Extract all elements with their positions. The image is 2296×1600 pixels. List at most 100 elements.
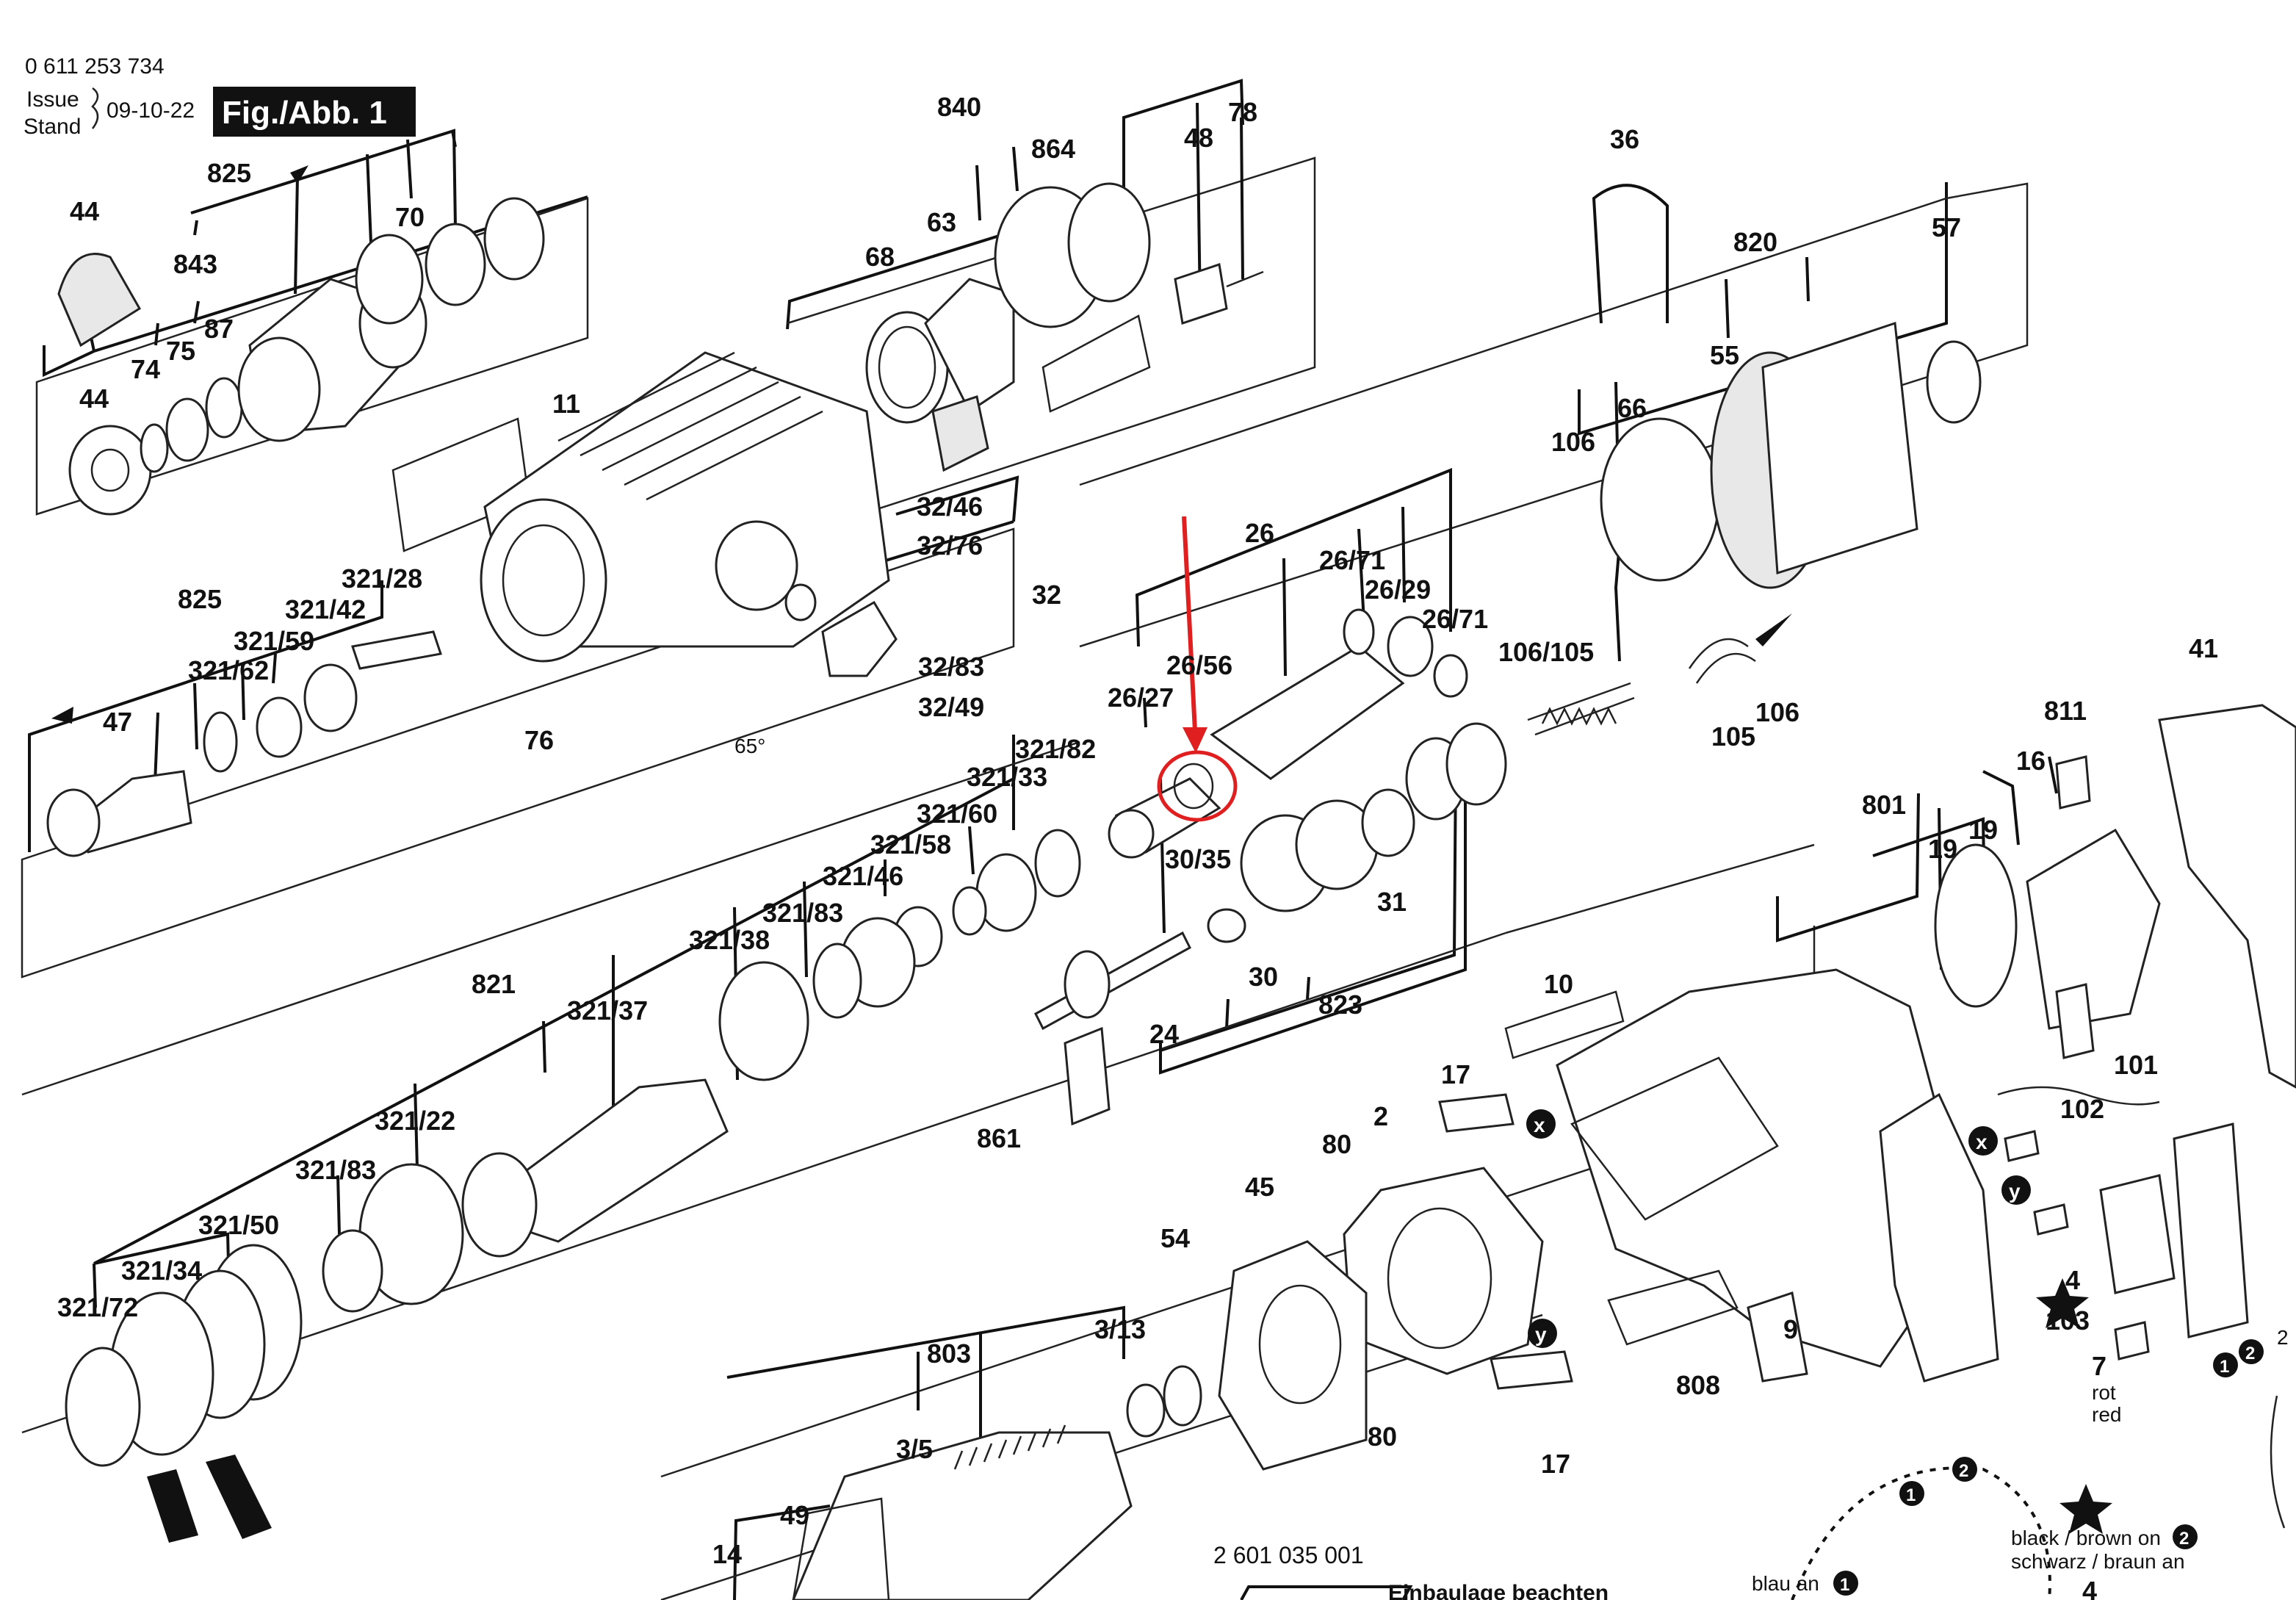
callout-26-29: 26/29 xyxy=(1365,574,1431,605)
callout-10: 10 xyxy=(1544,969,1573,999)
callout-808: 808 xyxy=(1676,1370,1720,1400)
arrow-icon xyxy=(1755,613,1792,646)
callout-32-46: 32/46 xyxy=(917,491,983,522)
issue-label: Issue xyxy=(26,87,79,112)
callout-2: 2 xyxy=(1373,1101,1388,1131)
marker-1-icon xyxy=(1899,1481,1924,1506)
callout-2-edge: 2 xyxy=(2277,1326,2289,1349)
callout-19b: 19 xyxy=(1968,815,1998,845)
callout-48: 48 xyxy=(1184,123,1213,153)
note-red: red xyxy=(2092,1403,2121,1426)
svg-text:1: 1 xyxy=(2220,1357,2229,1377)
callout-321-82: 321/82 xyxy=(1015,734,1096,764)
callout-44: 44 xyxy=(70,196,99,226)
callout-803: 803 xyxy=(927,1338,971,1369)
svg-text:2: 2 xyxy=(1959,1461,1968,1481)
part-drawings xyxy=(46,182,2296,1600)
callout-32-76: 32/76 xyxy=(917,530,983,561)
callout-321-28: 321/28 xyxy=(342,563,422,594)
note-black-brown: black / brown on xyxy=(2011,1527,2161,1549)
arrow-icon xyxy=(290,165,308,184)
callout-54: 54 xyxy=(1160,1223,1190,1253)
svg-text:2: 2 xyxy=(2179,1529,2189,1549)
callout-321-42: 321/42 xyxy=(285,594,366,624)
callout-811: 811 xyxy=(2044,696,2087,726)
callout-321-83: 321/83 xyxy=(762,898,843,928)
callout-80b: 80 xyxy=(1368,1421,1397,1452)
callout-26-71: 26/71 xyxy=(1319,545,1385,575)
callout-26-27: 26/27 xyxy=(1108,682,1174,713)
callout-32-49: 32/49 xyxy=(918,692,984,722)
callout-26: 26 xyxy=(1245,518,1274,548)
marker-2-icon xyxy=(1952,1457,1977,1482)
callout-321-46: 321/46 xyxy=(823,861,903,891)
callout-24: 24 xyxy=(1149,1019,1179,1049)
callout-57: 57 xyxy=(1932,212,1961,242)
callout-7: 7 xyxy=(2092,1351,2107,1381)
callout-26-71b: 26/71 xyxy=(1422,604,1488,634)
callout-70: 70 xyxy=(395,202,425,232)
callout-321-38: 321/38 xyxy=(689,925,770,955)
callout-840: 840 xyxy=(937,92,981,122)
marker-2-icon xyxy=(2239,1339,2264,1364)
callout-321-59: 321/59 xyxy=(234,626,314,656)
highlight-circle-icon xyxy=(1157,750,1238,822)
callout-821: 821 xyxy=(472,969,516,999)
callout-26-56: 26/56 xyxy=(1166,650,1232,680)
callout-321-37: 321/37 xyxy=(567,995,648,1026)
callout-825b: 825 xyxy=(178,584,222,614)
stand-label: Stand xyxy=(24,115,81,139)
callout-63: 63 xyxy=(927,207,956,237)
callout-14: 14 xyxy=(712,1539,742,1569)
figure-title: Fig./Abb. 1 xyxy=(222,95,387,131)
callout-321-83b: 321/83 xyxy=(295,1155,376,1185)
callout-30-35: 30/35 xyxy=(1165,844,1231,874)
highlight xyxy=(1157,516,1238,822)
header: 0 611 253 734 Issue Stand 09-10-22 Fig./… xyxy=(24,54,416,139)
svg-text:1: 1 xyxy=(1906,1485,1916,1505)
callout-76: 76 xyxy=(524,725,554,755)
callout-321-58: 321/58 xyxy=(870,829,951,860)
note-schwarz-braun: schwarz / braun an xyxy=(2011,1550,2185,1573)
callout-32: 32 xyxy=(1032,580,1061,610)
callout-106-105: 106/105 xyxy=(1498,637,1594,667)
callout-75: 75 xyxy=(166,336,195,366)
callout-55: 55 xyxy=(1710,340,1739,370)
star-icon xyxy=(2036,1278,2089,1328)
callout-321-50: 321/50 xyxy=(198,1210,279,1240)
highlight-arrow-head-icon xyxy=(1183,727,1207,753)
note-blau-an: blau an xyxy=(1752,1572,1819,1595)
callout-321-60: 321/60 xyxy=(917,799,997,829)
callout-105: 105 xyxy=(1711,721,1755,752)
callout-861: 861 xyxy=(977,1123,1021,1153)
svg-text:2: 2 xyxy=(2245,1344,2255,1363)
callout-823: 823 xyxy=(1318,990,1362,1020)
callout-321-22: 321/22 xyxy=(375,1106,455,1136)
callout-102: 102 xyxy=(2060,1094,2104,1124)
callout-87: 87 xyxy=(204,314,234,344)
arrow-icon xyxy=(51,707,73,724)
callout-17: 17 xyxy=(1441,1059,1470,1089)
svg-text:x: x xyxy=(1976,1131,1988,1153)
marker-y-icon xyxy=(2001,1175,2031,1205)
callout-36: 36 xyxy=(1610,124,1639,154)
callout-47: 47 xyxy=(103,707,132,737)
callout-321-62: 321/62 xyxy=(188,655,269,685)
svg-text:1: 1 xyxy=(1840,1575,1849,1595)
callout-843: 843 xyxy=(173,249,217,279)
callout-80: 80 xyxy=(1322,1129,1351,1159)
svg-text:y: y xyxy=(1535,1323,1547,1346)
brace-icon xyxy=(91,87,99,129)
callout-17b: 17 xyxy=(1541,1449,1570,1479)
note-4: 4 xyxy=(2082,1576,2097,1600)
callout-74: 74 xyxy=(131,354,160,384)
callout-825: 825 xyxy=(207,158,251,188)
callout-321-72: 321/72 xyxy=(57,1292,138,1322)
callout-9: 9 xyxy=(1783,1314,1798,1344)
svg-text:x: x xyxy=(1534,1114,1545,1136)
highlight-arrow-icon xyxy=(1182,516,1197,732)
callout-4: 4 xyxy=(2065,1265,2080,1295)
callout-864: 864 xyxy=(1031,134,1075,164)
callout-49: 49 xyxy=(780,1500,809,1530)
callout-106: 106 xyxy=(1551,427,1595,457)
